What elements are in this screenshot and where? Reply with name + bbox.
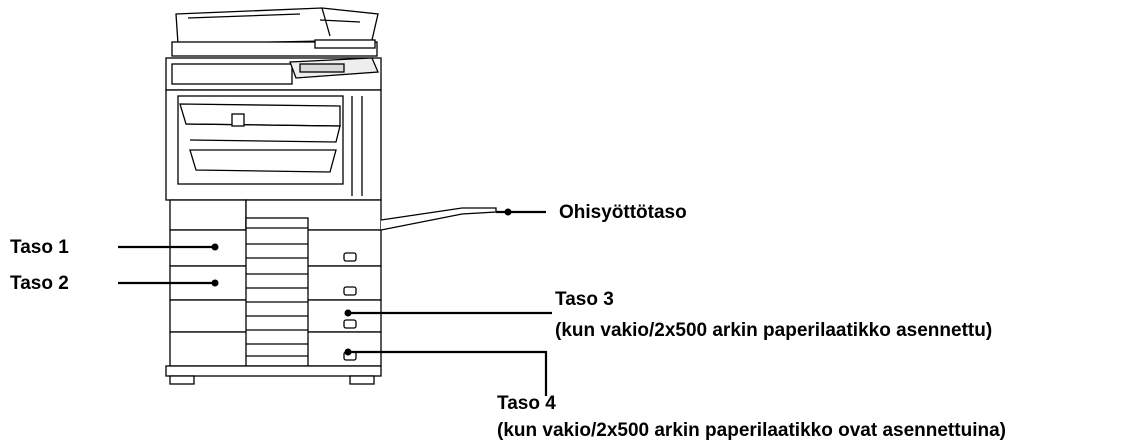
leader-dot-tray3 [344, 309, 352, 317]
leader-dot-tray1 [211, 243, 219, 251]
label-tray1: Taso 1 [10, 237, 69, 258]
label-tray2: Taso 2 [10, 273, 69, 294]
leader-dot-bypass [504, 208, 512, 216]
label-tray3-title: Taso 3 [555, 289, 614, 310]
bypass-tray-shape [380, 207, 497, 231]
label-tray3-note: (kun vakio/2x500 arkin paperilaatikko as… [555, 320, 993, 341]
document-feeder [175, 7, 379, 45]
label-bypass-tray: Ohisyöttötaso [559, 202, 687, 223]
leader-tray4 [348, 350, 548, 396]
label-tray4-title: Taso 4 [497, 393, 556, 414]
leader-dot-tray2 [211, 279, 219, 287]
leader-dot-tray4 [344, 348, 352, 356]
label-tray4-note: (kun vakio/2x500 arkin paperilaatikko ov… [497, 420, 1006, 441]
